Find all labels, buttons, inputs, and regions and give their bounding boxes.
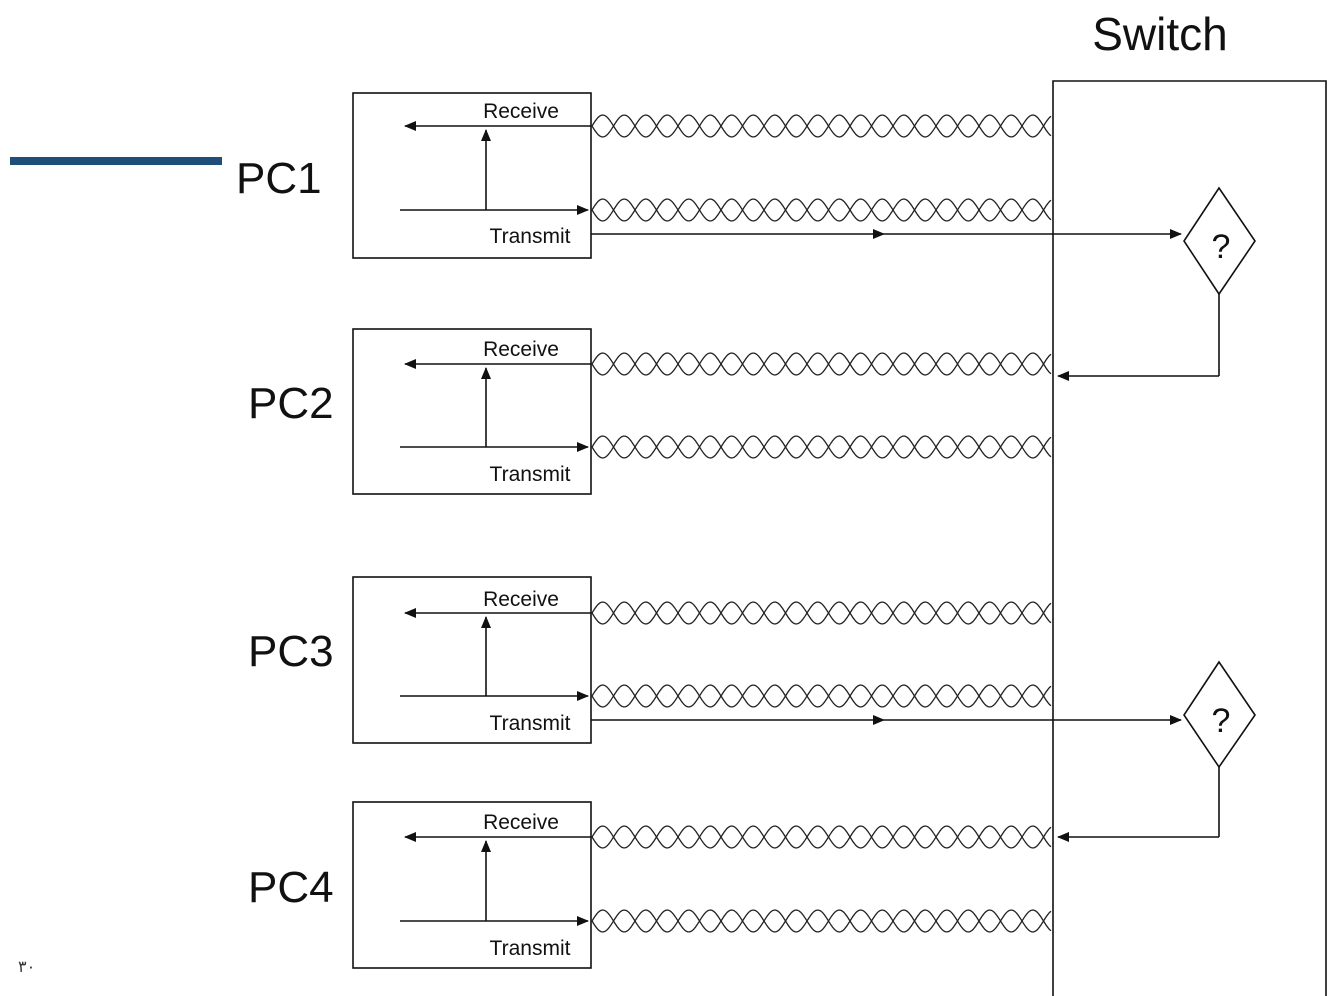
twisted-pair-wire-7-0 xyxy=(591,909,1052,933)
pc3-receive-label: Receive xyxy=(483,588,559,611)
twisted-pair-wire-2-1 xyxy=(591,352,1052,376)
twisted-pair-wire-2-0 xyxy=(591,352,1052,376)
twisted-pair-wire-4-1 xyxy=(591,601,1052,625)
page-number: ٣٠ xyxy=(18,957,35,976)
pc2-internal-arrows xyxy=(400,359,591,452)
pc1-receive-label: Receive xyxy=(483,100,559,123)
pc1-label: PC1 xyxy=(236,154,322,203)
twisted-pair-wire-3-1 xyxy=(591,435,1052,459)
pc3-internal-arrows xyxy=(400,608,591,701)
twisted-pair-wire-1-1 xyxy=(591,198,1052,222)
pc2-receive-label: Receive xyxy=(483,338,559,361)
pc2-label: PC2 xyxy=(248,379,334,428)
accent-bar xyxy=(10,157,222,165)
decision-diamond-1 xyxy=(1183,186,1256,296)
pc1-transmit-label: Transmit xyxy=(490,225,571,248)
pc1-box xyxy=(352,92,592,259)
twisted-pair-wire-0-1 xyxy=(591,114,1052,138)
twisted-pair-wire-3-0 xyxy=(591,435,1052,459)
twisted-pair-wire-5-0 xyxy=(591,684,1052,708)
decision-diamond-1-label: ? xyxy=(1212,228,1231,266)
decision-diamond-2-label: ? xyxy=(1212,702,1231,740)
pc4-transmit-label: Transmit xyxy=(490,937,571,960)
decision-diamond-2 xyxy=(1183,660,1256,769)
pc4-label: PC4 xyxy=(248,863,334,912)
twisted-pair-wire-6-0 xyxy=(591,825,1052,849)
pc4-internal-arrows xyxy=(400,832,591,926)
switch-box xyxy=(1052,80,1327,996)
switch-title: Switch xyxy=(1092,8,1227,60)
twisted-pair-cables xyxy=(591,114,1052,933)
twisted-pair-wire-4-0 xyxy=(591,601,1052,625)
pc3-box xyxy=(352,576,592,744)
pc1-to-pc2-signal-path xyxy=(591,229,1220,381)
twisted-pair-wire-1-0 xyxy=(591,198,1052,222)
pc3-to-pc4-signal-path xyxy=(591,715,1220,842)
pc2-transmit-label: Transmit xyxy=(490,463,571,486)
pc4-box xyxy=(352,801,592,969)
pc4-receive-label: Receive xyxy=(483,811,559,834)
twisted-pair-wire-7-1 xyxy=(591,909,1052,933)
pc3-label: PC3 xyxy=(248,627,334,676)
twisted-pair-wire-0-0 xyxy=(591,114,1052,138)
twisted-pair-wire-6-1 xyxy=(591,825,1052,849)
pc1-internal-arrows xyxy=(400,121,591,215)
pc2-box xyxy=(352,328,592,495)
pc3-transmit-label: Transmit xyxy=(490,712,571,735)
twisted-pair-wire-5-1 xyxy=(591,684,1052,708)
